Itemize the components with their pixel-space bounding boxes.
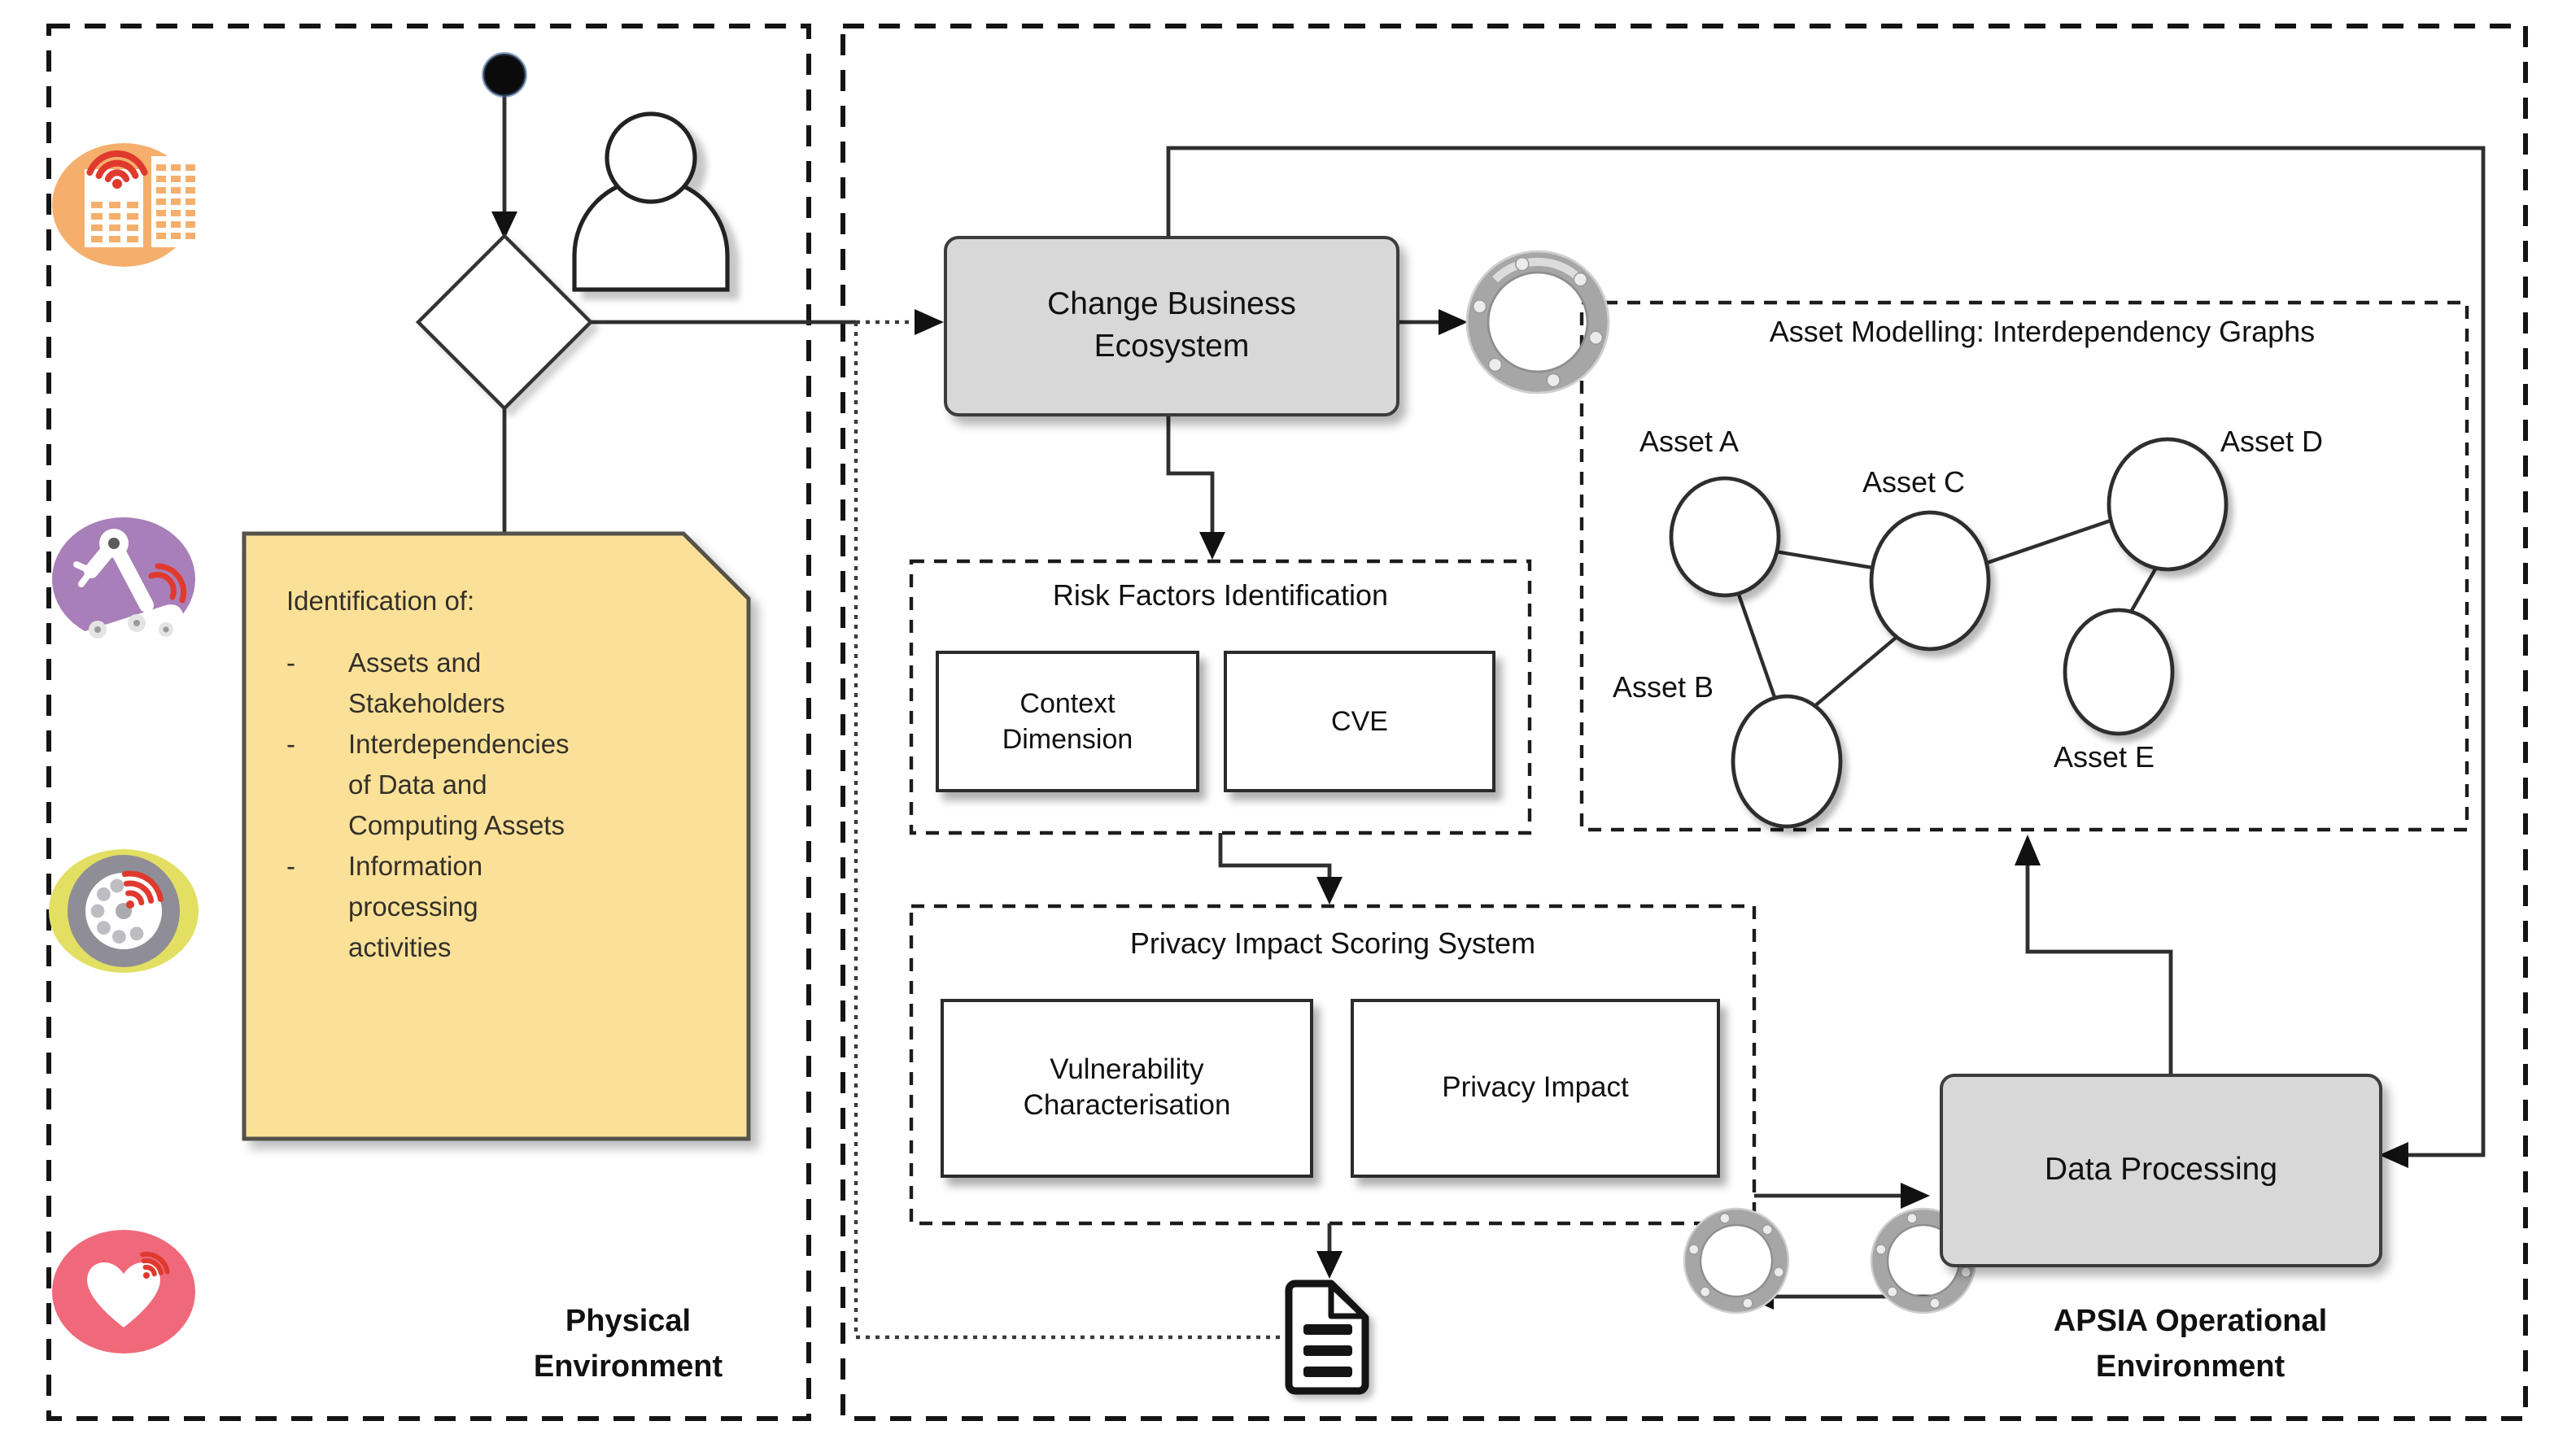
edge-assetD-assetE xyxy=(2128,566,2158,615)
signal-arcs xyxy=(86,150,148,182)
robotic-arm-icon xyxy=(52,517,195,641)
note-item: - Information processing activities xyxy=(286,848,719,970)
document-icon xyxy=(1285,1279,1369,1395)
asset-a-node xyxy=(1669,476,1781,598)
note-item: - Interdependencies of Data and Computin… xyxy=(286,726,719,848)
arrowhead-into-cbe xyxy=(915,309,944,335)
note-item: - Assets and Stakeholders xyxy=(286,644,719,726)
decision-diamond xyxy=(415,233,594,412)
connector-lines xyxy=(502,96,2486,1299)
asset-b-node xyxy=(1731,694,1843,829)
apsia-environment-border xyxy=(840,24,2528,1421)
asset-e-node xyxy=(2063,608,2175,736)
asset-c-label: Asset C xyxy=(1862,466,1966,499)
context-dimension-box: Context Dimension xyxy=(936,651,1199,792)
arrowhead-into-document xyxy=(1316,1251,1342,1279)
signal-arcs xyxy=(148,563,187,604)
privacy-impact-scoring-box xyxy=(909,904,1757,1226)
edge-dp-to-asset-modelling xyxy=(2025,864,2173,1074)
asset-a-label: Asset A xyxy=(1639,425,1740,458)
note-item-text: Interdependencies of Data and Computing … xyxy=(348,730,570,841)
asset-e-label: Asset E xyxy=(2053,741,2155,774)
edge-assetC-assetD xyxy=(1986,518,2111,565)
physical-environment-label: Physical Environment xyxy=(533,1305,723,1384)
note-item-text: Information processing activities xyxy=(348,852,483,963)
smart-machine-icon xyxy=(49,849,199,973)
signal-arcs xyxy=(121,870,164,906)
privacy-impact-scoring-title: Privacy Impact Scoring System xyxy=(1129,927,1536,960)
signal-arcs xyxy=(140,1251,170,1277)
asset-graph-nodes xyxy=(1669,437,2229,829)
change-business-ecosystem-box: Change Business Ecosystem xyxy=(944,236,1399,416)
document-fold-corner xyxy=(1328,1282,1367,1319)
edge-cbe-top-loop-to-dp xyxy=(1166,146,2486,1157)
identification-note-shape xyxy=(242,531,751,1141)
vulnerability-characterisation-box: Vulnerability Characterisation xyxy=(941,999,1313,1178)
asset-graph-edges xyxy=(1735,518,2158,709)
edge-risk-factors-to-scoring xyxy=(1218,833,1332,878)
note-bullet: - xyxy=(286,852,295,882)
arrowhead-loop-into-dp xyxy=(1901,1183,1930,1209)
gear-ring-icon-small-left xyxy=(1683,1207,1790,1314)
document-text-bars xyxy=(1303,1324,1352,1377)
arrowheads xyxy=(491,211,2408,1310)
arrowhead-into-asset-modelling xyxy=(2015,835,2041,865)
data-processing-box: Data Processing xyxy=(1940,1074,2382,1267)
dotted-feedback-path xyxy=(854,320,1287,1340)
asset-d-node xyxy=(2107,437,2229,572)
note-bullet: - xyxy=(286,649,295,678)
arrowhead-into-gear xyxy=(1439,309,1468,335)
asset-modelling-title: Asset Modelling: Interdependency Graphs xyxy=(1769,316,2316,348)
asset-b-label: Asset B xyxy=(1612,671,1714,704)
note-heading: Identification of: xyxy=(286,587,475,617)
note-item-text: Assets and Stakeholders xyxy=(348,649,505,719)
identification-note: Identification of: - Assets and Stakehol… xyxy=(286,582,719,970)
cve-box: CVE xyxy=(1224,651,1495,792)
connected-heart-icon xyxy=(52,1230,195,1354)
arrowhead-into-dp-right xyxy=(2379,1142,2408,1168)
actor-head xyxy=(605,111,697,204)
arrowhead-into-scoring xyxy=(1316,877,1342,905)
gear-ring-icon-large xyxy=(1465,250,1610,395)
edge-assetA-assetC xyxy=(1775,549,1874,570)
edge-assetA-assetB xyxy=(1735,591,1778,700)
note-bullet: - xyxy=(286,730,295,760)
edge-cbe-to-risk-factors xyxy=(1166,410,1215,534)
edge-assetB-assetC xyxy=(1811,636,1897,709)
risk-factors-box xyxy=(909,559,1532,835)
start-node xyxy=(482,52,527,98)
asset-c-node xyxy=(1869,510,1991,652)
smart-buildings-icon xyxy=(52,143,199,267)
privacy-impact-box: Privacy Impact xyxy=(1351,999,1720,1178)
arrowhead-into-risk-factors xyxy=(1199,532,1225,560)
arrowhead-decision xyxy=(491,211,517,239)
asset-d-label: Asset D xyxy=(2220,425,2324,458)
risk-factors-title: Risk Factors Identification xyxy=(1052,579,1389,612)
apsia-environment-label: APSIA Operational Environment xyxy=(2053,1305,2328,1384)
asset-modelling-box xyxy=(1579,300,2469,832)
actor-icon xyxy=(572,111,730,292)
